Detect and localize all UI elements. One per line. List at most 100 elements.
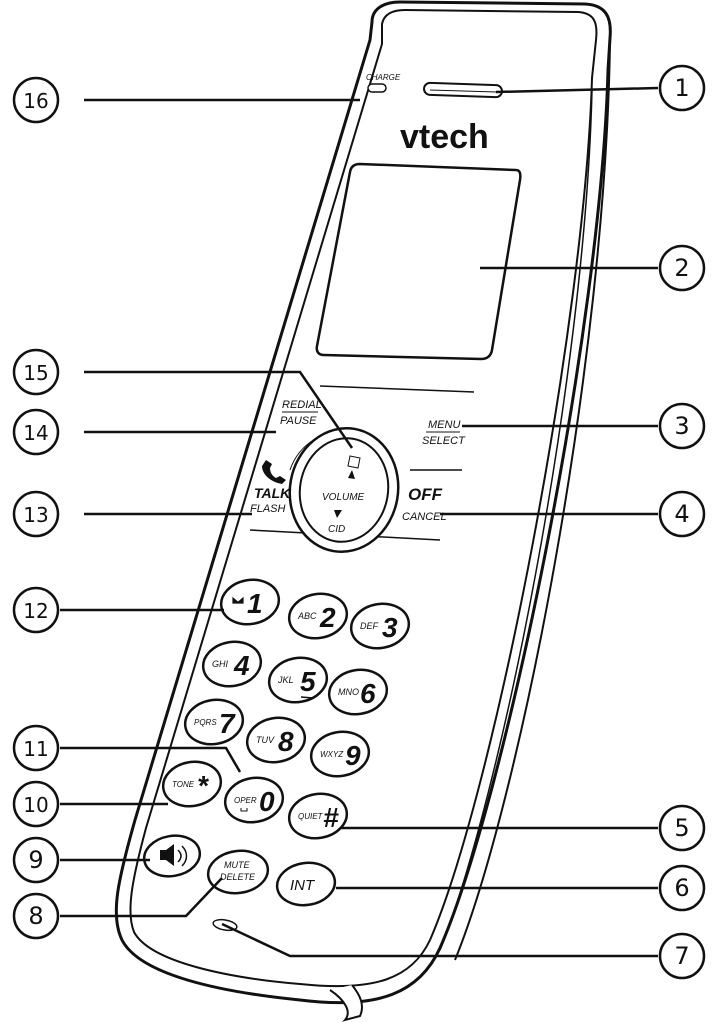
callout-number: 2 — [674, 254, 689, 282]
phonebook-icon — [347, 455, 361, 469]
callout-7: 7 — [658, 932, 706, 980]
voicemail-icon — [231, 595, 245, 605]
callout-number: 5 — [674, 814, 689, 842]
callout-13: 13 — [12, 490, 60, 538]
callout-5: 5 — [658, 804, 706, 852]
charge-light — [367, 83, 387, 93]
key-letters: GHI — [212, 659, 229, 669]
callout-1: 1 — [658, 64, 706, 112]
speaker-icon — [160, 844, 174, 866]
key-digit: 6 — [360, 678, 376, 709]
off-label: OFF — [408, 485, 443, 504]
brand-logo: vtech — [400, 118, 489, 156]
key-digit: 2 — [319, 602, 336, 633]
key-letters: OPER — [234, 796, 257, 805]
key-digit: 1 — [247, 588, 263, 619]
callout-number: 10 — [23, 793, 48, 817]
key-digit: 3 — [382, 612, 398, 643]
key-digit: 8 — [278, 726, 294, 757]
cancel-label: CANCEL — [402, 511, 447, 523]
callout-leaders — [60, 86, 659, 958]
key-digit: * — [197, 770, 209, 801]
talk-icon — [262, 460, 286, 484]
callout-2: 2 — [658, 244, 706, 292]
callout-number: 13 — [23, 503, 48, 527]
menu-label: MENU — [428, 419, 460, 431]
key-4[interactable]: GHI 4 — [200, 637, 265, 690]
key-letters: MNO — [338, 687, 359, 697]
key-5[interactable]: JKL 5 — [266, 653, 331, 706]
callout-3: 3 — [658, 402, 706, 450]
callout-14: 14 — [12, 408, 60, 456]
mute-delete-key[interactable]: MUTE DELETE — [205, 847, 270, 897]
volume-label: VOLUME — [322, 492, 365, 503]
callout-9: 9 — [12, 836, 60, 884]
key-letters: ABC — [297, 611, 317, 621]
delete-label: DELETE — [220, 872, 256, 882]
key-letters: TUV — [256, 735, 275, 745]
talk-label: TALK — [254, 485, 291, 501]
callout-number: 9 — [28, 846, 43, 874]
key-digit: 5 — [300, 666, 316, 697]
key-letters: JKL — [277, 675, 294, 685]
callout-number: 3 — [674, 412, 689, 440]
callout-4: 4 — [658, 490, 706, 538]
mute-label: MUTE — [224, 860, 250, 870]
key-letters: PQRS — [194, 718, 217, 727]
space-icon — [240, 808, 248, 812]
key-letters: WXYZ — [320, 750, 344, 759]
callout-16: 16 — [12, 76, 60, 124]
key-letters: QUIET — [298, 812, 324, 821]
key-letters: TONE — [172, 780, 195, 789]
select-label: SELECT — [422, 435, 466, 447]
intercom-key[interactable]: INT — [274, 859, 337, 909]
navigation-key[interactable]: VOLUME CID — [280, 420, 408, 561]
up-arrow-icon — [348, 470, 355, 479]
callout-number: 1 — [674, 74, 689, 102]
int-label: INT — [290, 877, 316, 894]
pause-label: PAUSE — [280, 415, 317, 427]
callout-number: 6 — [674, 874, 689, 902]
display-screen — [315, 162, 522, 361]
callout-10: 10 — [12, 780, 60, 828]
redial-label: REDIAL — [282, 399, 322, 411]
callout-number: 14 — [23, 421, 48, 445]
down-arrow-icon — [334, 510, 342, 518]
key-digit: # — [323, 802, 339, 833]
flash-label: FLASH — [250, 503, 286, 515]
key-letters: DEF — [360, 621, 379, 631]
callout-number: 16 — [23, 89, 48, 113]
charge-label: CHARGE — [366, 73, 401, 82]
callout-15: 15 — [12, 348, 60, 396]
key-pound[interactable]: QUIET# — [286, 789, 351, 842]
key-1[interactable]: 1 — [218, 575, 283, 628]
callout-number: 15 — [23, 361, 48, 385]
callout-11: 11 — [12, 724, 60, 772]
key-star[interactable]: TONE* — [160, 757, 225, 810]
callout-number: 11 — [23, 737, 48, 761]
callout-number: 8 — [28, 902, 43, 930]
handset: CHARGE vtech REDIAL PAUSE MENU SELECT TA… — [114, 0, 612, 1022]
key-digit: 0 — [259, 786, 275, 817]
callout-8: 8 — [12, 892, 60, 940]
callout-number: 4 — [674, 500, 689, 528]
key-digit: 4 — [233, 650, 250, 681]
key-digit: 9 — [345, 740, 361, 771]
cid-label: CID — [328, 524, 345, 535]
callout-number: 12 — [23, 599, 48, 623]
key-bump — [300, 696, 314, 699]
key-digit: 7 — [219, 708, 236, 739]
callout-number: 7 — [674, 942, 689, 970]
callout-6: 6 — [658, 864, 706, 912]
callout-12: 12 — [12, 586, 60, 634]
